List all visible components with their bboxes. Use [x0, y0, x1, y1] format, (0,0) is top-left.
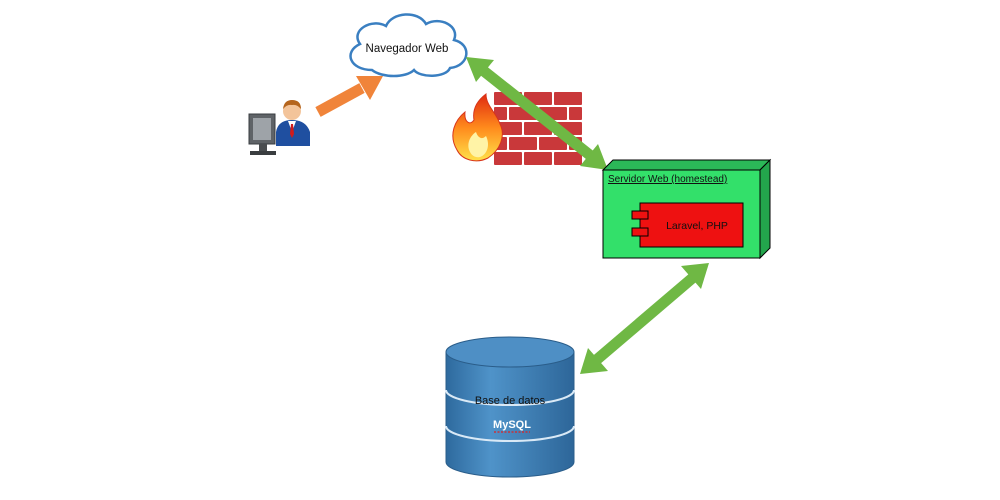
brick [554, 92, 582, 105]
user-at-computer-icon [248, 100, 310, 155]
brick [494, 107, 507, 120]
brick [539, 137, 567, 150]
brick [524, 152, 552, 165]
arrow-server-database [580, 263, 709, 374]
server-node: Servidor Web (homestead) Laravel, PHP [601, 158, 772, 260]
arrow-user-to-browser [315, 76, 383, 117]
database-label: Base de datos [475, 395, 546, 407]
component-label: Laravel, PHP [666, 220, 728, 232]
brick [569, 107, 582, 120]
database-engine-label: MySQL [493, 419, 531, 431]
brick-wall [494, 92, 582, 165]
server-title: Servidor Web (homestead) [608, 174, 727, 185]
component-laravel: Laravel, PHP [631, 202, 744, 248]
browser-cloud: Navegador Web [349, 13, 468, 78]
database-cylinder: Base de datos MySQL [445, 336, 575, 478]
flame [452, 93, 503, 162]
brick [509, 137, 537, 150]
browser-label: Navegador Web [366, 43, 449, 55]
brick [554, 152, 582, 165]
arrow-browser-server [466, 57, 608, 170]
brick [494, 152, 522, 165]
